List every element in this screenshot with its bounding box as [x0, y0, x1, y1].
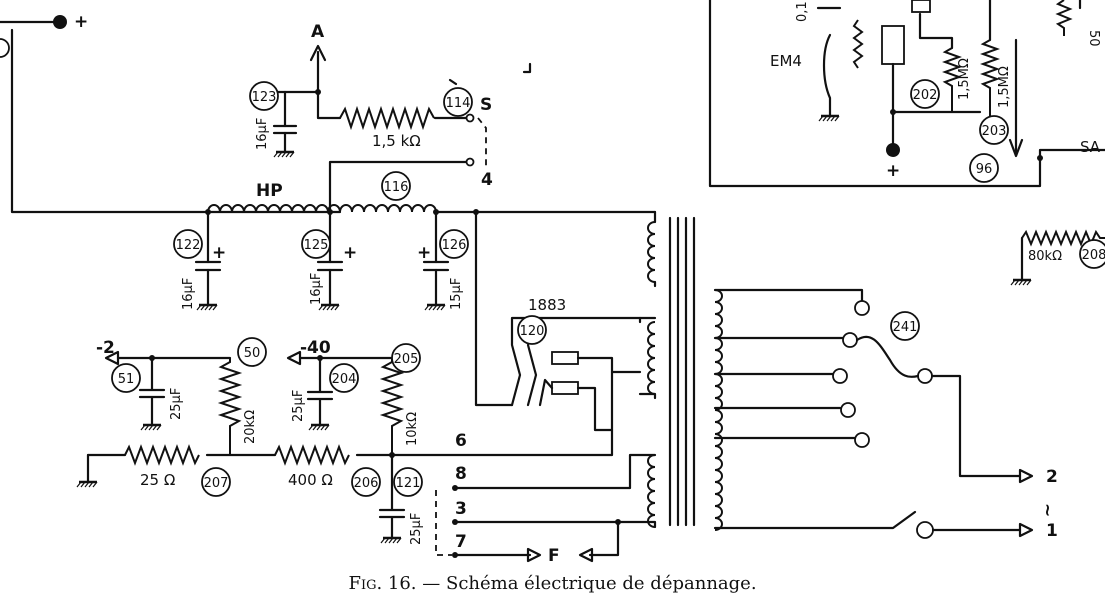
c204-value: 25µF: [291, 390, 306, 422]
plus-right-label: +: [886, 161, 900, 181]
marker-207: 207: [201, 467, 231, 497]
marker-120: 120: [517, 315, 547, 345]
marker-96: 96: [969, 153, 999, 183]
c123-value: 16µF: [255, 118, 270, 150]
svg-text:208: 208: [1082, 248, 1105, 263]
svg-text:114: 114: [446, 96, 471, 111]
tube-1883-label: 1883: [528, 296, 566, 314]
reference-markers: 123 114 116 122 125 126 120 51 50 204 20…: [111, 79, 1105, 497]
marker-51: 51: [111, 363, 141, 393]
minus-2-label: -2: [96, 338, 115, 358]
marker-123: 123: [249, 81, 279, 111]
marker-125: 125: [301, 229, 331, 259]
r-1-5k-label: 1,5 kΩ: [372, 132, 421, 150]
svg-text:202: 202: [913, 88, 938, 103]
marker-116: 116: [381, 171, 411, 201]
svg-text:203: 203: [982, 124, 1007, 139]
marker-206: 206: [351, 467, 381, 497]
svg-text:120: 120: [520, 324, 545, 339]
c51-value: 25µF: [169, 388, 184, 420]
tube-block: 1883: [474, 210, 657, 432]
figure-title: — Schéma électrique de dépannage.: [422, 573, 757, 594]
r-1-5m-a-value: 1,5MΩ: [957, 58, 972, 100]
svg-text:121: 121: [396, 476, 421, 491]
four-label: 4: [481, 170, 493, 190]
svg-text:204: 204: [332, 372, 357, 387]
r-10k-value: 10kΩ: [405, 412, 420, 446]
bias-network: -2 25µF 20kΩ -40 25µF 10kΩ 25 Ω 400 Ω 6 …: [75, 338, 657, 566]
svg-text:207: 207: [204, 476, 229, 491]
svg-text:50: 50: [244, 346, 261, 361]
marker-122: 122: [173, 229, 203, 259]
f-label: F: [548, 546, 560, 566]
minus-40-label: -40: [300, 338, 331, 358]
svg-text:206: 206: [354, 476, 379, 491]
impedance-selector: 1 2 ~: [713, 288, 1058, 541]
marker-208: 208: [1079, 239, 1105, 269]
tap-3-label: 3: [455, 499, 467, 519]
r-20k-value: 20kΩ: [243, 410, 258, 444]
marker-126: 126: [439, 229, 469, 259]
figure-caption: Fig. 16. — Schéma électrique de dépannag…: [0, 573, 1105, 594]
svg-text:122: 122: [176, 238, 201, 253]
stray-marks: [448, 62, 532, 86]
marker-203: 203: [979, 115, 1009, 145]
marker-50: 50: [237, 337, 267, 367]
c126-value: 15µF: [449, 278, 464, 310]
svg-text:51: 51: [118, 372, 135, 387]
svg-text:116: 116: [384, 180, 409, 195]
fifty-label: 50: [1086, 30, 1101, 47]
em4-label: EM4: [770, 52, 802, 70]
tuning-indicator-section: SA EM4 0,1 + 1,5MΩ 1,5MΩ 50 80kΩ: [708, 0, 1105, 287]
c122-value: 16µF: [181, 278, 196, 310]
marker-121: 121: [393, 467, 423, 497]
marker-114: 114: [443, 87, 473, 117]
hp-label: HP: [256, 181, 283, 201]
sa-label: SA: [1080, 138, 1101, 156]
plus-terminal-label: +: [74, 12, 88, 32]
filter-section-a: A 1,5 kΩ S 4 16µF: [255, 22, 493, 214]
marker-241: 241: [890, 311, 920, 341]
svg-text:+: +: [343, 243, 357, 263]
svg-text:126: 126: [442, 238, 467, 253]
svg-text:96: 96: [976, 162, 993, 177]
r-1-5m-b-value: 1,5MΩ: [997, 66, 1012, 108]
svg-text:+: +: [212, 243, 226, 263]
svg-text:205: 205: [394, 352, 419, 367]
svg-text:+: +: [417, 243, 431, 263]
tap-7-label: 7: [455, 532, 467, 552]
output-transformer: [647, 210, 723, 531]
output-2-label: 2: [1046, 467, 1058, 487]
svg-text:241: 241: [893, 320, 918, 335]
svg-text:0,1: 0,1: [795, 1, 810, 22]
top-left-supply: +: [0, 12, 332, 214]
r-25-label: 25 Ω: [140, 471, 175, 489]
output-a-label: A: [311, 22, 325, 42]
filter-capacitors: + 16µF + 16µF + 15µF: [181, 210, 464, 312]
output-1-label: 1: [1046, 521, 1058, 541]
svg-text:123: 123: [252, 90, 277, 105]
ac-symbol: ~: [1037, 503, 1057, 517]
marker-205: 205: [391, 343, 421, 373]
tap-8-label: 8: [455, 464, 467, 484]
marker-204: 204: [329, 363, 359, 393]
c125-value: 16µF: [309, 273, 324, 305]
r-400-label: 400 Ω: [288, 471, 333, 489]
svg-text:125: 125: [304, 238, 329, 253]
marker-202: 202: [910, 79, 940, 109]
r-80k-value: 80kΩ: [1028, 249, 1062, 264]
filter-chokes: HP: [205, 181, 657, 215]
c121-value: 25µF: [409, 513, 424, 545]
tap-6-label: 6: [455, 431, 467, 451]
figure-number: Fig. 16.: [348, 573, 417, 594]
s-label: S: [480, 95, 492, 115]
